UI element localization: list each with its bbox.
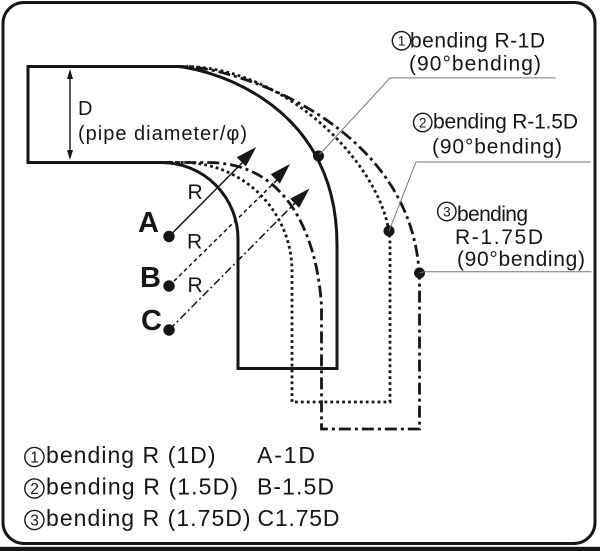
- svg-text:D: D: [78, 98, 92, 120]
- svg-text:A: A: [138, 207, 159, 239]
- svg-text:bending R (1.5D): bending R (1.5D): [46, 474, 238, 500]
- svg-text:3: 3: [443, 204, 451, 219]
- svg-text:R: R: [188, 181, 203, 204]
- svg-text:R-1.75D: R-1.75D: [455, 226, 543, 249]
- svg-text:C: C: [141, 305, 162, 337]
- svg-text:R: R: [188, 274, 203, 297]
- svg-text:(90°bending): (90°bending): [409, 53, 541, 76]
- svg-text:bending R-1.5D: bending R-1.5D: [433, 111, 578, 134]
- svg-text:3: 3: [30, 513, 39, 530]
- svg-text:bending R-1D: bending R-1D: [410, 30, 545, 53]
- svg-text:B-1.5D: B-1.5D: [257, 474, 334, 500]
- svg-text:1: 1: [30, 450, 39, 467]
- svg-text:B: B: [140, 262, 161, 294]
- svg-text:bending R (1D): bending R (1D): [46, 442, 216, 468]
- svg-text:R: R: [187, 231, 202, 254]
- svg-text:C1.75D: C1.75D: [258, 505, 340, 531]
- svg-text:bending: bending: [457, 203, 528, 226]
- svg-text:A-1D: A-1D: [257, 442, 315, 468]
- svg-text:1: 1: [398, 34, 406, 49]
- svg-text:(90°bending): (90°bending): [432, 136, 562, 159]
- svg-text:(pipe diameter/φ): (pipe diameter/φ): [78, 123, 247, 145]
- svg-text:(90°bending): (90°bending): [457, 248, 585, 271]
- svg-text:2: 2: [419, 115, 427, 130]
- svg-text:bending R (1.75D): bending R (1.75D): [46, 505, 251, 531]
- svg-text:2: 2: [30, 481, 39, 498]
